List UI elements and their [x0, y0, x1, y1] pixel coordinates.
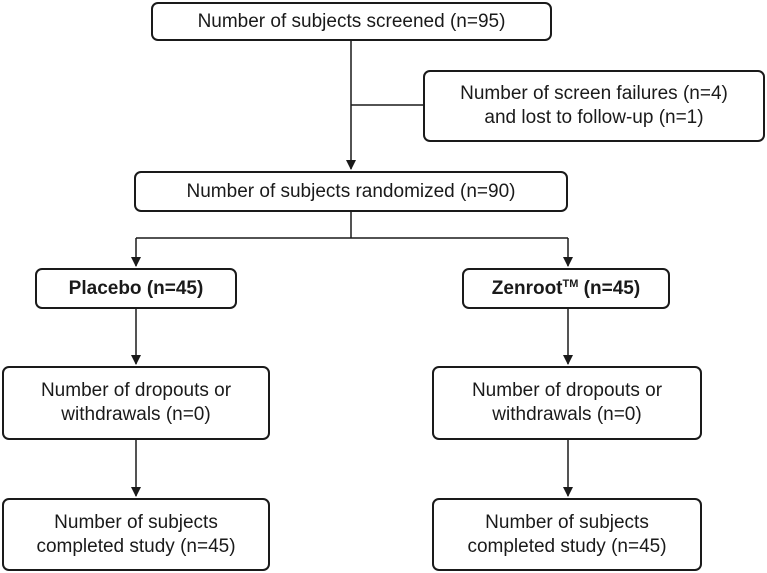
zenroot-count: (n=45) — [578, 277, 641, 299]
zenroot-dropouts-line-2: withdrawals (n=0) — [492, 404, 642, 425]
zenroot-dropouts-box: Number of dropouts or withdrawals (n=0) — [432, 366, 702, 440]
zenroot-label: ZenrootTM (n=45) — [492, 277, 640, 301]
zenroot-dropouts-line-1: Number of dropouts or — [471, 380, 663, 401]
placebo-dropouts-line-2: withdrawals (n=0) — [61, 404, 211, 425]
zenroot-completed-line-1: Number of subjects — [485, 511, 649, 533]
placebo-label: Placebo (n=45) — [68, 277, 204, 299]
screened-label: Number of subjects screened (n=95) — [197, 10, 506, 32]
zenroot-completed-box: Number of subjects completed study (n=45… — [432, 498, 702, 571]
randomized-label: Number of subjects randomized (n=90) — [186, 180, 516, 202]
placebo-dropouts-box: Number of dropouts or withdrawals (n=0) — [2, 366, 270, 440]
placebo-completed-line-2: completed study (n=45) — [36, 535, 236, 557]
exclusion-line-2: and lost to follow-up (n=1) — [484, 107, 704, 128]
placebo-completed-line-1: Number of subjects — [54, 511, 218, 533]
randomized-box: Number of subjects randomized (n=90) — [134, 171, 568, 212]
exclusion-line-1: Number of screen failures (n=4) — [460, 83, 728, 104]
placebo-dropouts-line-1: Number of dropouts or — [40, 380, 232, 401]
placebo-completed-box: Number of subjects completed study (n=45… — [2, 498, 270, 571]
trademark-mark: TM — [562, 277, 579, 290]
placebo-box: Placebo (n=45) — [35, 268, 237, 309]
zenroot-completed-line-2: completed study (n=45) — [467, 535, 667, 557]
zenroot-box: ZenrootTM (n=45) — [462, 268, 670, 309]
screened-box: Number of subjects screened (n=95) — [151, 2, 552, 41]
zenroot-name: Zenroot — [491, 277, 563, 299]
exclusion-box: Number of screen failures (n=4) and lost… — [423, 70, 765, 142]
